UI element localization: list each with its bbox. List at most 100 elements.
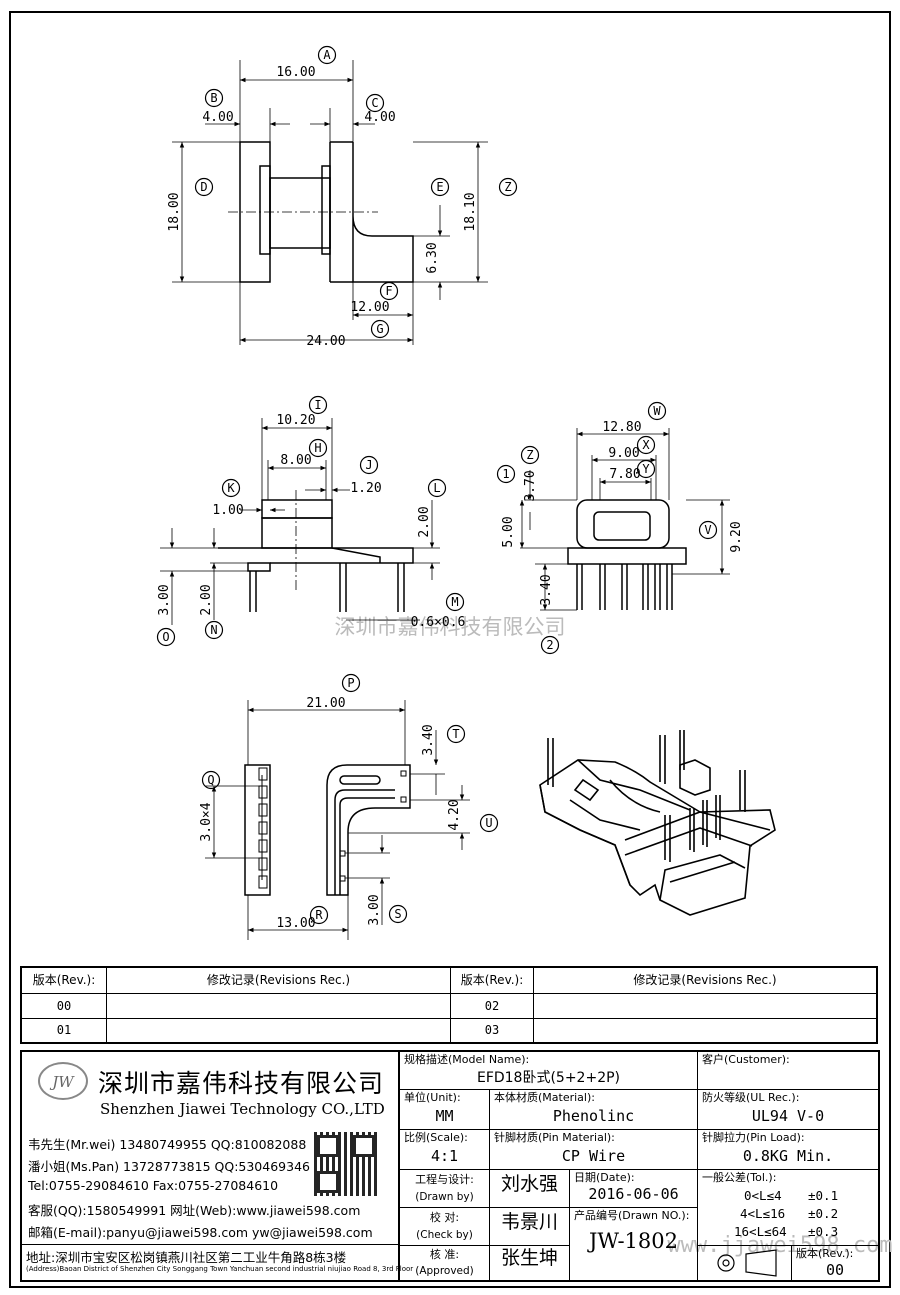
svg-text:N: N xyxy=(210,623,217,637)
svg-text:D: D xyxy=(200,180,207,194)
svg-text:F: F xyxy=(385,284,392,298)
svg-text:M: M xyxy=(451,595,458,609)
revision-cell: 版本(Rev.): 00 xyxy=(796,1247,854,1279)
contact-1: 韦先生(Mr.wei) 13480749955 QQ:810082088 xyxy=(28,1137,307,1152)
svg-text:1: 1 xyxy=(502,467,509,481)
qr-code-icon xyxy=(314,1132,378,1196)
date-cell: 日期(Date): 2016-06-06 xyxy=(570,1170,698,1208)
company-name-cn: 深圳市嘉伟科技有限公司 xyxy=(98,1069,385,1098)
svg-text:24.00: 24.00 xyxy=(306,334,345,349)
svg-text:3.0×4: 3.0×4 xyxy=(199,802,214,841)
svg-text:R: R xyxy=(315,908,323,922)
rev-cell: 00 xyxy=(22,994,107,1019)
svg-text:G: G xyxy=(376,322,383,336)
svg-text:H: H xyxy=(314,441,321,455)
svg-text:V: V xyxy=(704,523,711,537)
rev-header-cell: 版本(Rev.): xyxy=(22,968,107,994)
title-block: JW 深圳市嘉伟科技有限公司 Shenzhen Jiawei Technolog… xyxy=(20,1050,880,1282)
svg-text:3.00: 3.00 xyxy=(367,894,382,925)
svg-text:I: I xyxy=(314,398,321,412)
svg-text:Q: Q xyxy=(207,773,214,787)
spec-panel: 规格描述(Model Name): EFD18卧式(5+2+2P) 客户(Cus… xyxy=(400,1052,878,1280)
rev-cell: 03 xyxy=(451,1019,534,1042)
scale-cell: 比例(Scale): 4:1 xyxy=(400,1130,490,1170)
rec-header-cell: 修改记录(Revisions Rec.) xyxy=(107,968,451,994)
rec-cell xyxy=(107,994,451,1019)
rev-cell: 01 xyxy=(22,1019,107,1042)
svg-text:W: W xyxy=(653,404,661,418)
svg-text:T: T xyxy=(452,727,459,741)
circle-markers xyxy=(156,45,718,925)
svg-text:18.00: 18.00 xyxy=(167,192,182,231)
contact-5: 邮箱(E-mail):panyu@jiawei598.com yw@jiawei… xyxy=(28,1225,373,1240)
svg-text:12.00: 12.00 xyxy=(350,300,389,315)
svg-text:1.00: 1.00 xyxy=(212,503,243,518)
isometric-view xyxy=(539,730,776,916)
svg-text:C: C xyxy=(371,96,378,110)
svg-text:21.00: 21.00 xyxy=(306,696,345,711)
pin-load-cell: 针脚拉力(Pin Load): 0.8KG Min. xyxy=(698,1130,878,1170)
drawn-label-cell: 工程与设计: (Drawn by) xyxy=(400,1170,490,1208)
svg-text:S: S xyxy=(394,907,401,921)
sheet-border xyxy=(9,11,891,1288)
view-bottom xyxy=(205,700,470,940)
rec-cell xyxy=(107,1019,451,1042)
rec-cell xyxy=(534,1019,876,1042)
ul-cell: 防火等级(UL Rec.): UL94 V-0 xyxy=(698,1090,878,1130)
svg-text:4.00: 4.00 xyxy=(202,110,233,125)
svg-text:8.00: 8.00 xyxy=(280,453,311,468)
svg-text:16.00: 16.00 xyxy=(276,65,315,80)
svg-text:Z: Z xyxy=(526,448,533,462)
view-end xyxy=(519,428,730,611)
check-label-cell: 校 对: (Check by) xyxy=(400,1208,490,1246)
svg-text:4.00: 4.00 xyxy=(364,110,395,125)
svg-text:Y: Y xyxy=(642,462,650,476)
view-bottom-labels: 21.00 3.40 3.0×4 4.20 13.00 3.00 xyxy=(199,696,462,931)
svg-text:3.40: 3.40 xyxy=(539,574,554,605)
rev-header-cell-2: 版本(Rev.): xyxy=(451,968,534,994)
svg-text:E: E xyxy=(436,180,443,194)
view-front xyxy=(172,60,488,345)
svg-text:2.00: 2.00 xyxy=(417,506,432,537)
svg-text:9.20: 9.20 xyxy=(729,521,744,552)
projection-symbol-icon xyxy=(717,1249,777,1277)
drawing-number-cell: 产品编号(Drawn NO.): JW-1802 xyxy=(570,1208,698,1280)
svg-text:9.00: 9.00 xyxy=(608,446,639,461)
address-en: (Address)Baoan District of Shenzhen City… xyxy=(26,1265,414,1273)
customer-cell: 客户(Customer): xyxy=(698,1052,878,1090)
svg-text:1.20: 1.20 xyxy=(350,481,381,496)
svg-text:Z: Z xyxy=(504,180,511,194)
view-end-labels: 12.80 9.00 7.80 3.70 5.00 9.20 3.40 xyxy=(501,420,744,606)
svg-text:O: O xyxy=(162,630,169,644)
address-row: 地址:深圳市宝安区松岗镇燕川社区第二工业牛角路8栋3楼 (Address)Bao… xyxy=(22,1244,413,1281)
address-cn: 地址:深圳市宝安区松岗镇燕川社区第二工业牛角路8栋3楼 xyxy=(26,1250,347,1265)
svg-text:K: K xyxy=(227,481,235,495)
pin-material-cell: 针脚材质(Pin Material): CP Wire xyxy=(490,1130,698,1170)
svg-text:6.30: 6.30 xyxy=(425,242,440,273)
svg-text:0.6×0.6: 0.6×0.6 xyxy=(411,615,466,630)
svg-text:12.80: 12.80 xyxy=(602,420,641,435)
approve-sign-cell: 张生坤 xyxy=(490,1246,570,1280)
model-cell: 规格描述(Model Name): EFD18卧式(5+2+2P) xyxy=(400,1052,698,1090)
view-side xyxy=(160,418,440,625)
check-sign-cell: 韦景川 xyxy=(490,1208,570,1246)
approve-label-cell: 核 准: (Approved) xyxy=(400,1246,490,1280)
svg-text:3.00: 3.00 xyxy=(157,584,172,615)
svg-text:J: J xyxy=(365,458,372,472)
rec-header-cell-2: 修改记录(Revisions Rec.) xyxy=(534,968,876,994)
company-logo: JW xyxy=(38,1062,88,1100)
contact-2: 潘小姐(Ms.Pan) 13728773815 QQ:530469346 xyxy=(28,1159,310,1174)
rev-cell: 02 xyxy=(451,994,534,1019)
svg-text:10.20: 10.20 xyxy=(276,413,315,428)
projection-symbol-cell xyxy=(698,1246,792,1280)
svg-text:L: L xyxy=(433,481,440,495)
watermark-text: 深圳市嘉伟科技有限公司 xyxy=(335,615,566,639)
unit-cell: 单位(Unit): MM xyxy=(400,1090,490,1130)
view-side-labels: 10.20 8.00 1.20 1.00 2.00 3.00 2.00 0.6×… xyxy=(157,413,465,630)
svg-text:P: P xyxy=(347,676,354,690)
drawn-sign-cell: 刘水强 xyxy=(490,1170,570,1208)
company-panel: JW 深圳市嘉伟科技有限公司 Shenzhen Jiawei Technolog… xyxy=(22,1052,413,1281)
svg-text:2.00: 2.00 xyxy=(199,584,214,615)
